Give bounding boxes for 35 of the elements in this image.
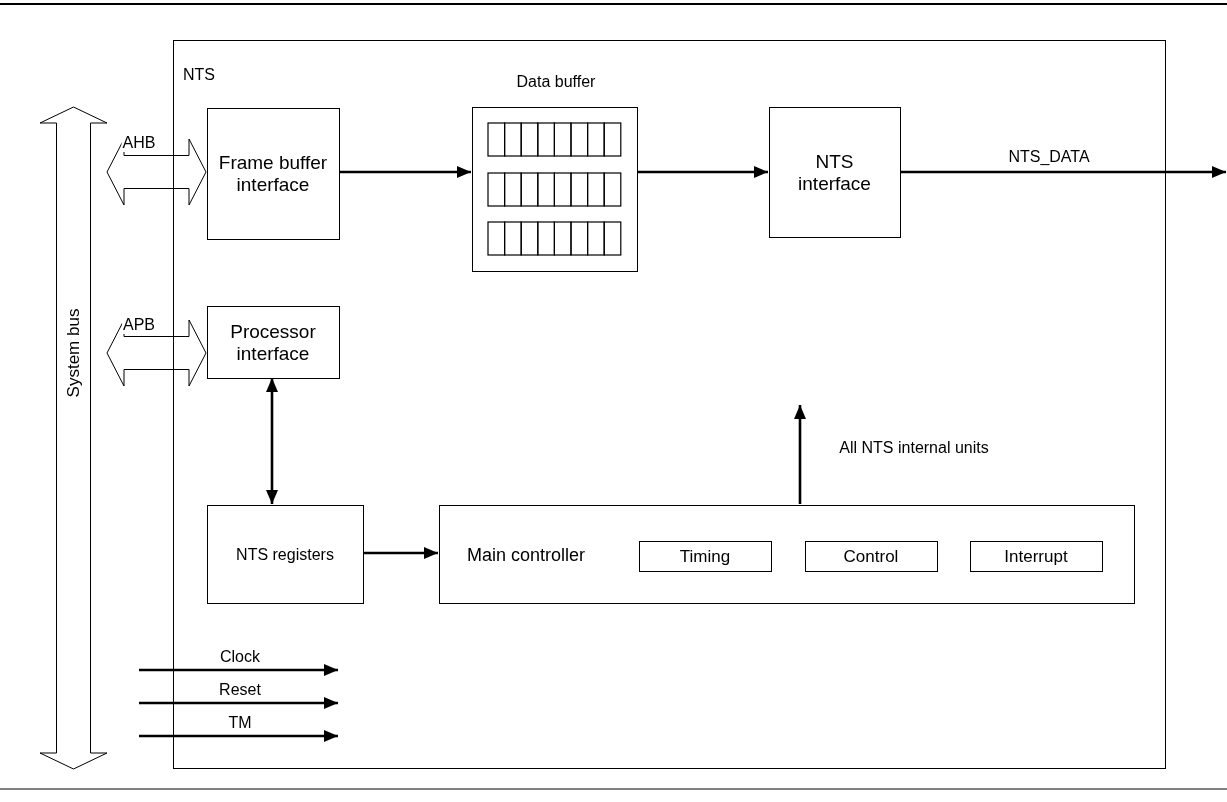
block-frame (173, 40, 1166, 769)
box-label: Timing (678, 545, 732, 568)
process-box (207, 306, 340, 379)
signal-label: Clock (219, 648, 261, 666)
sub-unit-box (805, 541, 938, 572)
bus-label: System bus (62, 307, 84, 400)
bus-connector (106, 138, 207, 206)
block-title: NTS (183, 65, 215, 85)
bus-arrow (40, 107, 107, 769)
arrow (266, 378, 278, 504)
signal-label: Reset (218, 681, 262, 699)
arrow (794, 405, 806, 504)
signal-label: TM (227, 714, 253, 732)
arrow (339, 166, 471, 178)
box-label: NTS interface (797, 150, 872, 195)
arrow (637, 166, 768, 178)
box-label: NTS registers (235, 544, 335, 565)
bus-connector (106, 319, 207, 387)
process-box (207, 505, 364, 604)
edge-label: NTS_DATA (1007, 148, 1091, 166)
buffer-title: Data buffer (515, 72, 597, 92)
edge-label: APB (122, 316, 156, 334)
box-label: Interrupt (1003, 545, 1069, 568)
process-box (207, 108, 340, 240)
controller-box (439, 505, 1135, 604)
box-label: Main controller (467, 544, 586, 566)
box-label: Frame buffer interface (217, 152, 329, 196)
box-label: Control (842, 545, 900, 568)
sub-unit-box (639, 541, 772, 572)
box-label: Processor interface (229, 320, 317, 365)
edge-label: AHB (121, 134, 157, 152)
arrow (900, 166, 1226, 178)
arrow (363, 547, 438, 559)
process-box (769, 107, 901, 238)
sub-unit-box (970, 541, 1103, 572)
